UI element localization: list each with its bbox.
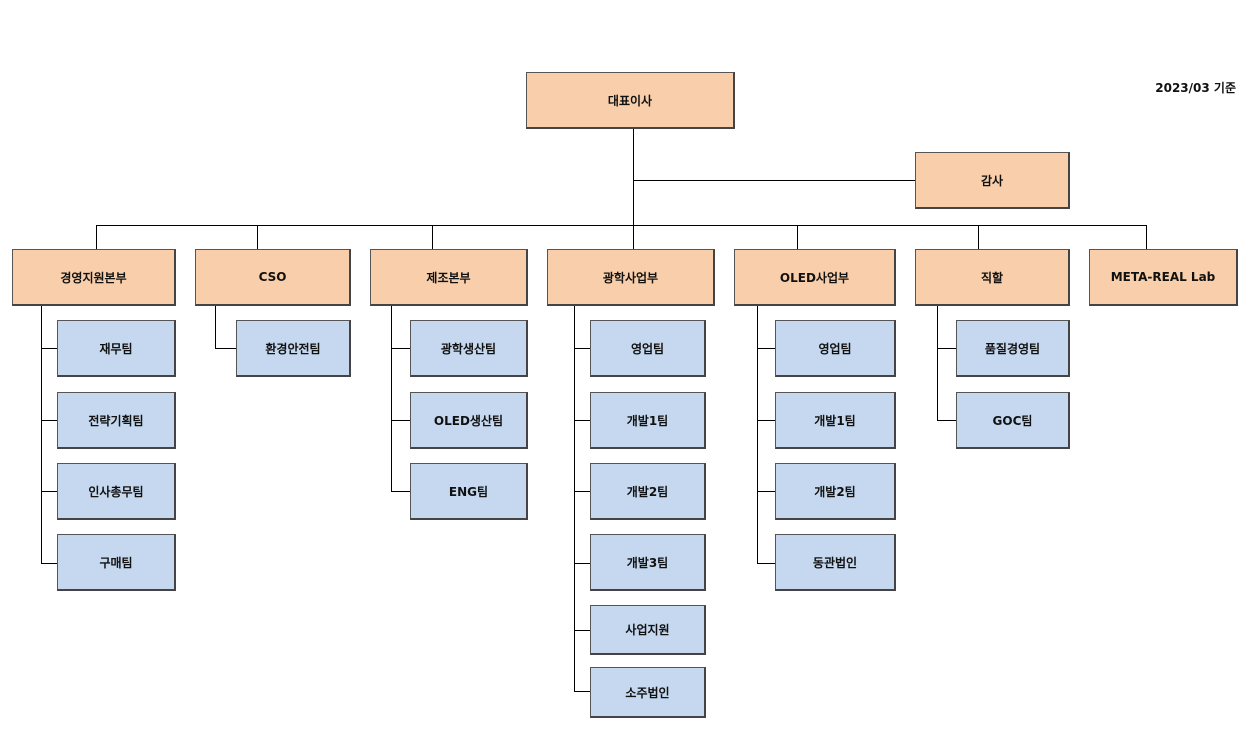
team-box: 영업팀 [590,320,706,377]
auditor-box: 감사 [915,152,1070,209]
team-box: 개발1팀 [590,392,706,449]
division-meta-real-lab: META-REAL Lab [1089,249,1238,306]
division-oled-business: OLED사업부 [734,249,896,306]
team-box: 전략기획팀 [57,392,176,449]
team-box: 환경안전팀 [236,320,351,377]
division-management-support: 경영지원본부 [12,249,176,306]
team-box: 재무팀 [57,320,176,377]
ceo-box: 대표이사 [526,72,735,129]
team-box: 개발2팀 [775,463,896,520]
team-box: 동관법인 [775,534,896,591]
division-manufacturing: 제조본부 [370,249,528,306]
team-box: 소주법인 [590,667,706,718]
team-box: OLED생산팀 [410,392,528,449]
team-box: 사업지원 [590,605,706,655]
date-note: 2023/03 기준 [1155,81,1236,95]
team-box: 인사총무팀 [57,463,176,520]
team-box: 구매팀 [57,534,176,591]
team-box: 품질경영팀 [956,320,1070,377]
team-box: ENG팀 [410,463,528,520]
team-box: 개발3팀 [590,534,706,591]
team-box: 광학생산팀 [410,320,528,377]
team-box: 개발1팀 [775,392,896,449]
team-box: 영업팀 [775,320,896,377]
team-box: 개발2팀 [590,463,706,520]
division-direct: 직할 [915,249,1070,306]
division-cso: CSO [195,249,351,306]
team-box: GOC팀 [956,392,1070,449]
division-optics-business: 광학사업부 [547,249,715,306]
